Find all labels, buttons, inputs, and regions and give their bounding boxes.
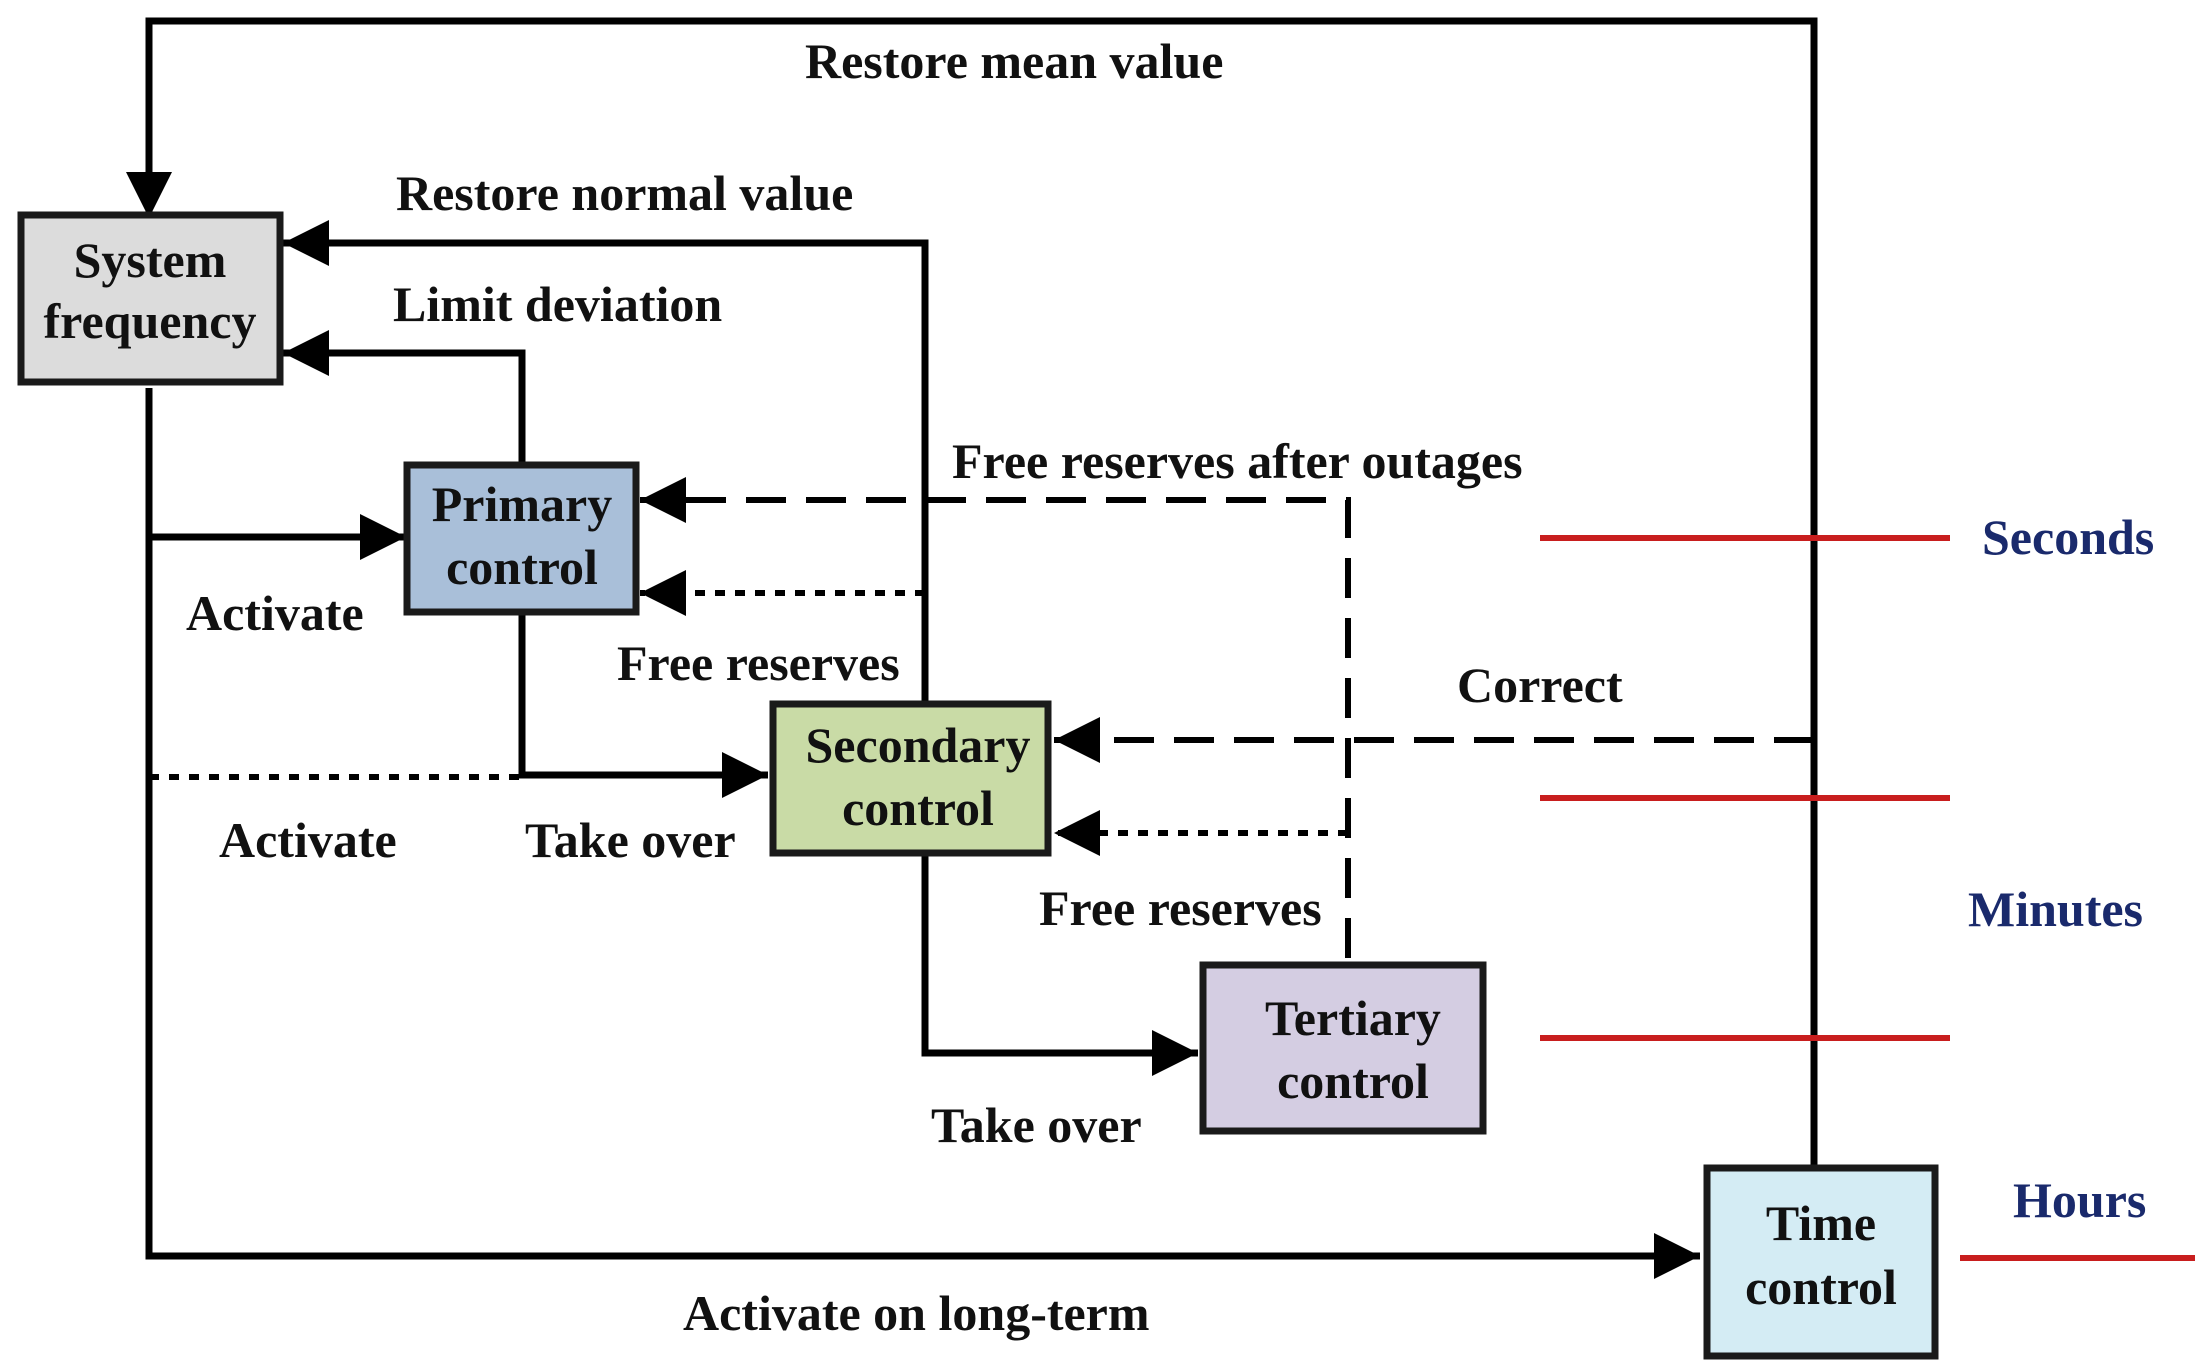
take-over-secondary-line xyxy=(518,612,768,798)
timescale-hours: Hours xyxy=(2013,1172,2146,1228)
system-frequency-line1: System xyxy=(74,232,227,288)
label-take-over-secondary: Take over xyxy=(525,812,736,868)
time-control-line1: Time xyxy=(1766,1195,1876,1251)
timescale-seconds: Seconds xyxy=(1982,509,2154,565)
restore-mean-value-line xyxy=(126,17,1818,1165)
timescale: Seconds Minutes Hours xyxy=(1540,509,2195,1261)
primary-control-line2: control xyxy=(446,539,598,595)
label-take-over-tertiary: Take over xyxy=(931,1097,1142,1153)
label-limit-deviation: Limit deviation xyxy=(393,276,722,332)
tertiary-control-line2: control xyxy=(1277,1053,1429,1109)
label-activate-primary: Activate xyxy=(186,585,364,641)
label-correct: Correct xyxy=(1457,657,1623,713)
primary-control-box xyxy=(403,461,640,616)
system-frequency-line2: frequency xyxy=(44,293,257,349)
block-tertiary-control: Tertiary control xyxy=(1199,961,1487,1135)
secondary-control-box xyxy=(769,700,1052,857)
block-system-frequency: System frequency xyxy=(17,211,284,386)
label-free-reserves-secondary: Free reserves xyxy=(1039,880,1322,936)
system-frequency-box xyxy=(17,211,284,386)
activate-long-term-line xyxy=(145,388,1700,1279)
take-over-tertiary-line xyxy=(921,853,1198,1076)
restore-normal-value-line xyxy=(283,220,929,703)
tertiary-control-line1: Tertiary xyxy=(1265,990,1441,1046)
connector-labels: Restore mean value Restore normal value … xyxy=(186,33,1623,1341)
time-control-line2: control xyxy=(1745,1259,1897,1315)
block-primary-control: Primary control xyxy=(403,461,640,616)
connectors xyxy=(126,17,1818,1279)
label-activate-long-term: Activate on long-term xyxy=(683,1285,1150,1341)
secondary-control-line1: Secondary xyxy=(806,717,1031,773)
primary-control-line1: Primary xyxy=(432,476,612,532)
limit-deviation-line xyxy=(283,330,526,465)
dotted-connectors xyxy=(149,570,1348,856)
dashed-connectors xyxy=(640,477,1814,958)
secondary-control-line2: control xyxy=(842,780,994,836)
block-time-control: Time control xyxy=(1703,1164,1939,1360)
label-restore-mean-value: Restore mean value xyxy=(805,33,1223,89)
timescale-minutes: Minutes xyxy=(1968,881,2143,937)
label-free-reserves-after-outages: Free reserves after outages xyxy=(952,433,1523,489)
time-control-box xyxy=(1703,1164,1939,1360)
block-secondary-control: Secondary control xyxy=(769,700,1052,857)
label-free-reserves-primary: Free reserves xyxy=(617,635,900,691)
free-reserves-after-outages-line xyxy=(640,477,1351,958)
label-activate-secondary: Activate xyxy=(219,812,397,868)
label-restore-normal-value: Restore normal value xyxy=(396,165,853,221)
tertiary-control-box xyxy=(1199,961,1487,1135)
